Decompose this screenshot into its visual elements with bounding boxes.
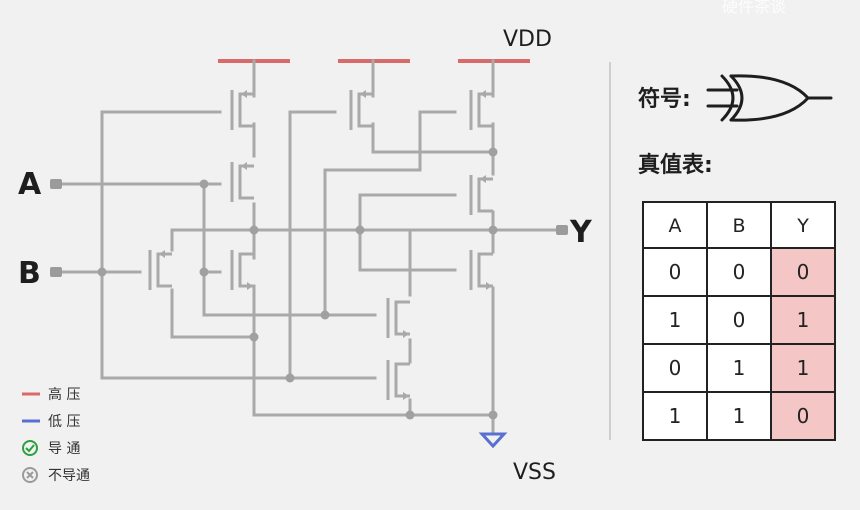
junction-dot [285,373,295,383]
wire [170,288,256,339]
legend-high: 高 压 [48,386,80,403]
table-cell-text: 1 [669,404,682,428]
nmos-transistor [469,250,493,290]
output-y-label: Y [569,215,593,250]
wiring [58,59,562,435]
table-cell-text: 0 [733,260,746,284]
xor-gate-icon [706,74,833,122]
junction-dot [355,225,365,235]
symbol-label: 符号: [638,86,691,112]
table-cell-text: 0 [733,308,746,332]
junction-dot [488,410,498,420]
table-cell [706,391,772,441]
junction-dot [320,310,330,320]
table-header-text: A [669,215,682,237]
legend-conducting: 导 通 [48,441,80,457]
junction-dot [199,179,209,189]
output-y-terminal [556,225,568,235]
table-cell [770,247,836,297]
table-header-text: B [732,215,745,237]
vss-label: VSS [513,460,556,485]
table-cell [770,391,836,441]
legend-nonconducting: 不导通 [48,468,90,484]
table-cell-text: 1 [797,308,810,332]
truth-table-label: 真值表: [638,152,713,178]
wire [202,182,222,274]
table-cell-text: 0 [797,260,810,284]
pmos-transistor [469,175,493,215]
table-cell [642,295,708,345]
nmos-transistor [386,360,410,400]
wire [358,193,457,272]
vss-ground-icon [478,432,508,449]
junction-dot [199,267,209,277]
table-cell-text: 0 [669,356,682,380]
table-cell-text: 1 [797,356,810,380]
table-cell [642,247,708,297]
input-b-terminal [50,267,62,277]
wire [202,270,377,317]
junction-dot [488,225,498,235]
table-cell [770,295,836,345]
truth-table: A B Y 0 0 0 1 0 1 0 1 1 1 1 0 [642,201,836,441]
input-a-terminal [50,179,62,189]
table-cell-text: 1 [669,308,682,332]
wire [323,110,457,172]
table-cell-text: 0 [669,260,682,284]
pmos-transistor [469,90,493,130]
input-a-label: A [18,167,42,202]
nmos-transistor [386,298,410,338]
table-header-cell [770,201,836,249]
junctions [97,147,498,420]
table-cell-text: 1 [733,404,746,428]
pmos-transistor [230,162,254,202]
table-cell [706,295,772,345]
table-cell [642,343,708,393]
junction-dot [488,147,498,157]
pmos-transistor [148,250,172,290]
table-cell-text: 1 [733,356,746,380]
table-cell-text: 0 [797,404,810,428]
nmos-transistor [230,250,254,290]
watermark: 硬件茶谈 [722,0,786,16]
junction-dot [97,267,107,277]
cross-icon [22,467,38,483]
table-header-text: Y [796,215,809,237]
wire [371,122,495,154]
table-header-cell [642,201,708,249]
check-icon [22,440,38,456]
junction-dot [249,225,259,235]
vdd-label: VDD [503,27,552,52]
pmos-transistor [230,90,254,130]
input-b-label: B [18,256,41,291]
legend-low: 低 压 [48,414,80,430]
pmos-transistor [349,90,373,130]
junction-dot [249,332,259,342]
transistors [148,90,493,400]
legend: 高 压 低 压 导 通 不导通 [22,386,90,484]
junction-dot [405,410,415,420]
